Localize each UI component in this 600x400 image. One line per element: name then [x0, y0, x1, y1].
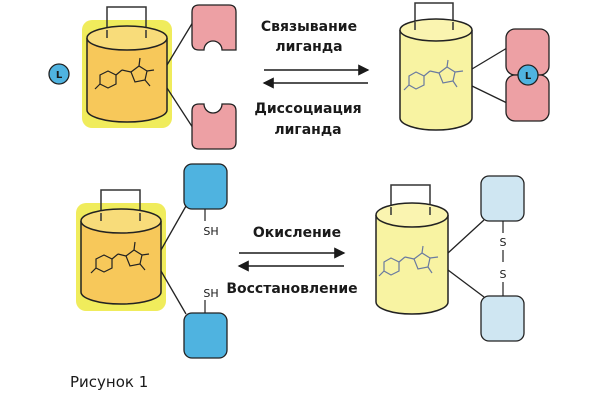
- reverse-label-line1: Диссоциация: [254, 101, 361, 117]
- sulfur-label-lower: S: [500, 268, 507, 281]
- linker: [166, 87, 194, 129]
- linker: [166, 21, 194, 66]
- top-equilibrium: Связывание лиганда Диссоциация лиганда: [254, 19, 370, 138]
- barrel-handle: [390, 184, 431, 213]
- reduction-label: Восстановление: [226, 281, 357, 297]
- oxidation-label: Окисление: [253, 225, 341, 241]
- barrel-handle: [106, 6, 147, 38]
- chromophore-icon: [90, 241, 150, 274]
- chromophore-icon: [94, 57, 155, 90]
- figure-caption: Рисунок 1: [70, 373, 148, 391]
- barrel: [399, 18, 473, 131]
- linker: [160, 205, 187, 251]
- blue-domain-lower: [183, 312, 228, 359]
- top-left-sensor: L: [48, 4, 237, 150]
- ligand-label: L: [525, 71, 532, 82]
- pale-blue-domain-upper: [480, 175, 525, 222]
- ligand-label: L: [56, 70, 63, 81]
- top-right-sensor: L: [399, 2, 550, 131]
- barrel: [375, 202, 449, 315]
- linker: [447, 269, 485, 298]
- pale-blue-domain-lower: [480, 295, 525, 342]
- linker: [471, 47, 508, 70]
- sulfur-label-upper: S: [500, 236, 507, 249]
- free-ligand: L: [48, 63, 70, 85]
- thiol-label-upper: SH: [203, 225, 218, 238]
- blue-domain-upper: [183, 163, 228, 210]
- linker: [471, 85, 508, 104]
- bound-ligand: L: [517, 64, 539, 86]
- pink-domain-lower: [191, 103, 237, 150]
- linker: [160, 270, 187, 315]
- linker: [447, 219, 485, 254]
- forward-label-line1: Связывание: [261, 19, 357, 35]
- barrel-handle: [100, 189, 141, 220]
- barrel: [80, 208, 162, 305]
- reverse-label-line2: лиганда: [274, 122, 341, 138]
- barrel: [86, 25, 168, 123]
- forward-label-line2: лиганда: [275, 39, 342, 55]
- bottom-right-sensor: S S: [375, 175, 525, 342]
- bottom-left-sensor: SH SH: [76, 163, 228, 359]
- bottom-equilibrium: Окисление Восстановление: [226, 225, 357, 297]
- pink-domain-upper: [191, 4, 237, 51]
- barrel-handle: [414, 2, 454, 30]
- chromophore-icon: [403, 59, 464, 91]
- chromophore-icon: [378, 245, 439, 277]
- thiol-label-lower: SH: [203, 287, 218, 300]
